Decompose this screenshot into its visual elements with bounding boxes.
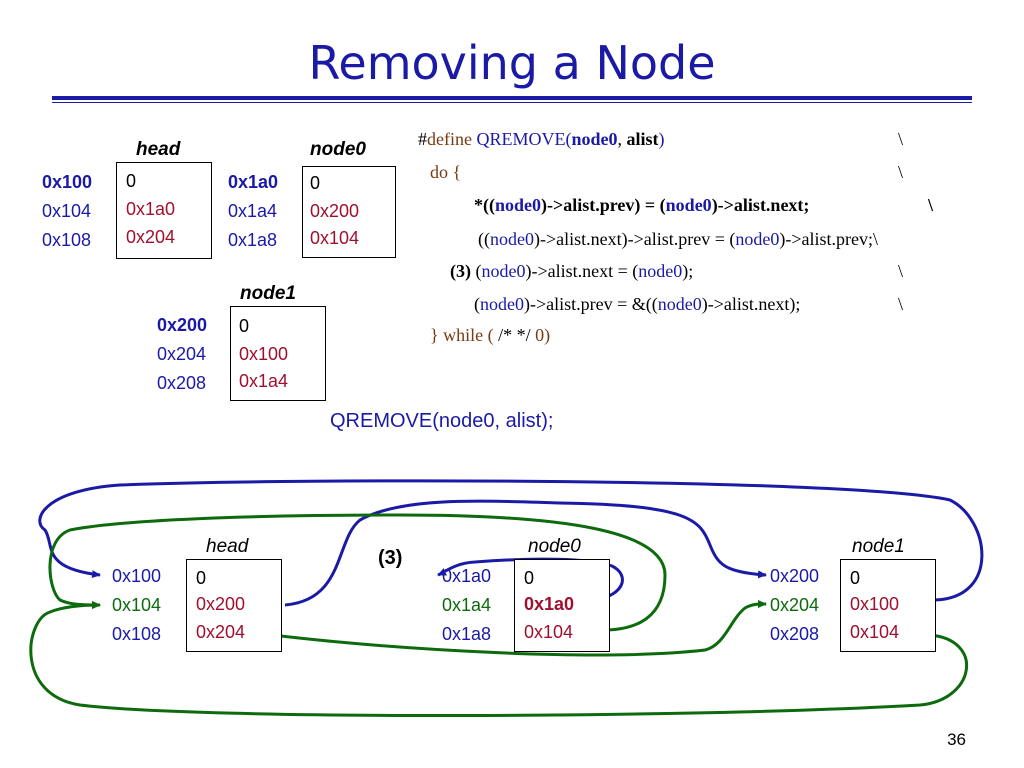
bottom-head-val-2: 0x204 bbox=[196, 622, 246, 642]
bottom-head-label: head bbox=[206, 536, 249, 557]
top-head-val-0: 0 bbox=[126, 171, 137, 191]
bottom-head-addr-0: 0x100 bbox=[112, 566, 162, 586]
bottom-node0-val-2: 0x104 bbox=[524, 622, 574, 642]
code-line-1-continuation: \ bbox=[898, 129, 904, 149]
bottom-head-addr-2: 0x108 bbox=[112, 624, 162, 644]
arrow-node0-prev-to-head bbox=[48, 513, 667, 632]
top-node0-addr-2: 0x1a8 bbox=[228, 230, 278, 250]
bottom-node0-addr-0: 0x1a0 bbox=[442, 566, 492, 586]
top-node1-box bbox=[230, 306, 326, 401]
bottom-node1-val-1: 0x100 bbox=[850, 594, 900, 614]
title-rule bbox=[52, 96, 972, 100]
macro-call: QREMOVE(node0, alist); bbox=[330, 410, 554, 432]
code-line-6: (node0)->alist.prev = &((node0)->alist.n… bbox=[474, 294, 801, 314]
code-line-2-continuation: \ bbox=[898, 162, 904, 182]
bottom-node1-val-0: 0 bbox=[850, 568, 861, 588]
top-node0-addr-1: 0x1a4 bbox=[228, 201, 278, 221]
step-3-marker: (3) bbox=[378, 547, 403, 569]
code-line-6-continuation: \ bbox=[898, 294, 904, 314]
top-node1-label: node1 bbox=[240, 283, 296, 304]
code-line-4: ((node0)->alist.next)->alist.prev = (nod… bbox=[478, 229, 879, 249]
code-line-3: *((node0)->alist.prev) = (node0)->alist.… bbox=[474, 195, 810, 215]
top-node1-val-1: 0x100 bbox=[239, 344, 289, 364]
slide-title: Removing a Node bbox=[308, 36, 716, 90]
bottom-node1-addr-1: 0x204 bbox=[770, 595, 820, 615]
top-node1-addr-0: 0x200 bbox=[157, 315, 208, 335]
bottom-node0-addr-1: 0x1a4 bbox=[442, 595, 492, 615]
bottom-node1-val-2: 0x104 bbox=[850, 622, 900, 642]
top-head-val-2: 0x204 bbox=[126, 227, 176, 247]
top-node0-label: node0 bbox=[310, 139, 366, 160]
bottom-node1-label: node1 bbox=[852, 536, 905, 557]
bottom-head-val-1: 0x200 bbox=[196, 594, 246, 614]
top-node0-val-0: 0 bbox=[310, 173, 321, 193]
title-rule-thin bbox=[52, 102, 972, 103]
top-head-label: head bbox=[136, 139, 181, 160]
bottom-node0-val-1: 0x1a0 bbox=[524, 594, 575, 614]
code-line-2: do { bbox=[430, 162, 462, 182]
arrow-node1-prev-to-head bbox=[29, 601, 968, 718]
bottom-head-val-0: 0 bbox=[196, 568, 207, 588]
bottom-head-box bbox=[186, 559, 282, 652]
bottom-node1-box bbox=[840, 559, 936, 652]
code-line-5-continuation: \ bbox=[898, 261, 904, 281]
bottom-node0-addr-2: 0x1a8 bbox=[442, 624, 492, 644]
top-node0-box bbox=[302, 166, 396, 258]
top-node1-val-0: 0 bbox=[239, 316, 250, 336]
bottom-node1-addr-2: 0x208 bbox=[770, 624, 820, 644]
top-head-addr-0: 0x100 bbox=[42, 172, 93, 192]
top-head-val-1: 0x1a0 bbox=[126, 199, 176, 219]
bottom-head-addr-1: 0x104 bbox=[112, 595, 162, 615]
top-node1-addr-1: 0x204 bbox=[157, 344, 207, 364]
code-line-7: } while ( /* */ 0) bbox=[430, 325, 551, 345]
arrow-head-prev-to-node1 bbox=[271, 600, 767, 657]
code-line-1: #define QREMOVE(node0, alist) bbox=[418, 129, 665, 149]
page-number: 36 bbox=[947, 730, 966, 749]
top-head-addr-1: 0x104 bbox=[42, 201, 92, 221]
bottom-node0-box bbox=[514, 559, 610, 652]
top-node0-addr-0: 0x1a0 bbox=[228, 172, 279, 192]
bottom-node0-val-0: 0 bbox=[524, 568, 535, 588]
top-node1-addr-2: 0x208 bbox=[157, 373, 207, 393]
bottom-node1-addr-0: 0x200 bbox=[770, 566, 820, 586]
code-line-3-continuation: \ bbox=[928, 195, 934, 215]
top-head-box bbox=[116, 162, 212, 259]
top-node1-val-2: 0x1a4 bbox=[239, 371, 289, 391]
bottom-node0-label: node0 bbox=[528, 536, 581, 557]
arrow-node1-next-to-head bbox=[38, 479, 984, 602]
code-line-5: (3) (node0)->alist.next = (node0); bbox=[450, 261, 694, 281]
arrow-head-next-to-node1 bbox=[284, 499, 767, 607]
top-node0-val-2: 0x104 bbox=[310, 228, 360, 248]
top-head-addr-2: 0x108 bbox=[42, 230, 92, 250]
top-node0-val-1: 0x200 bbox=[310, 201, 360, 221]
